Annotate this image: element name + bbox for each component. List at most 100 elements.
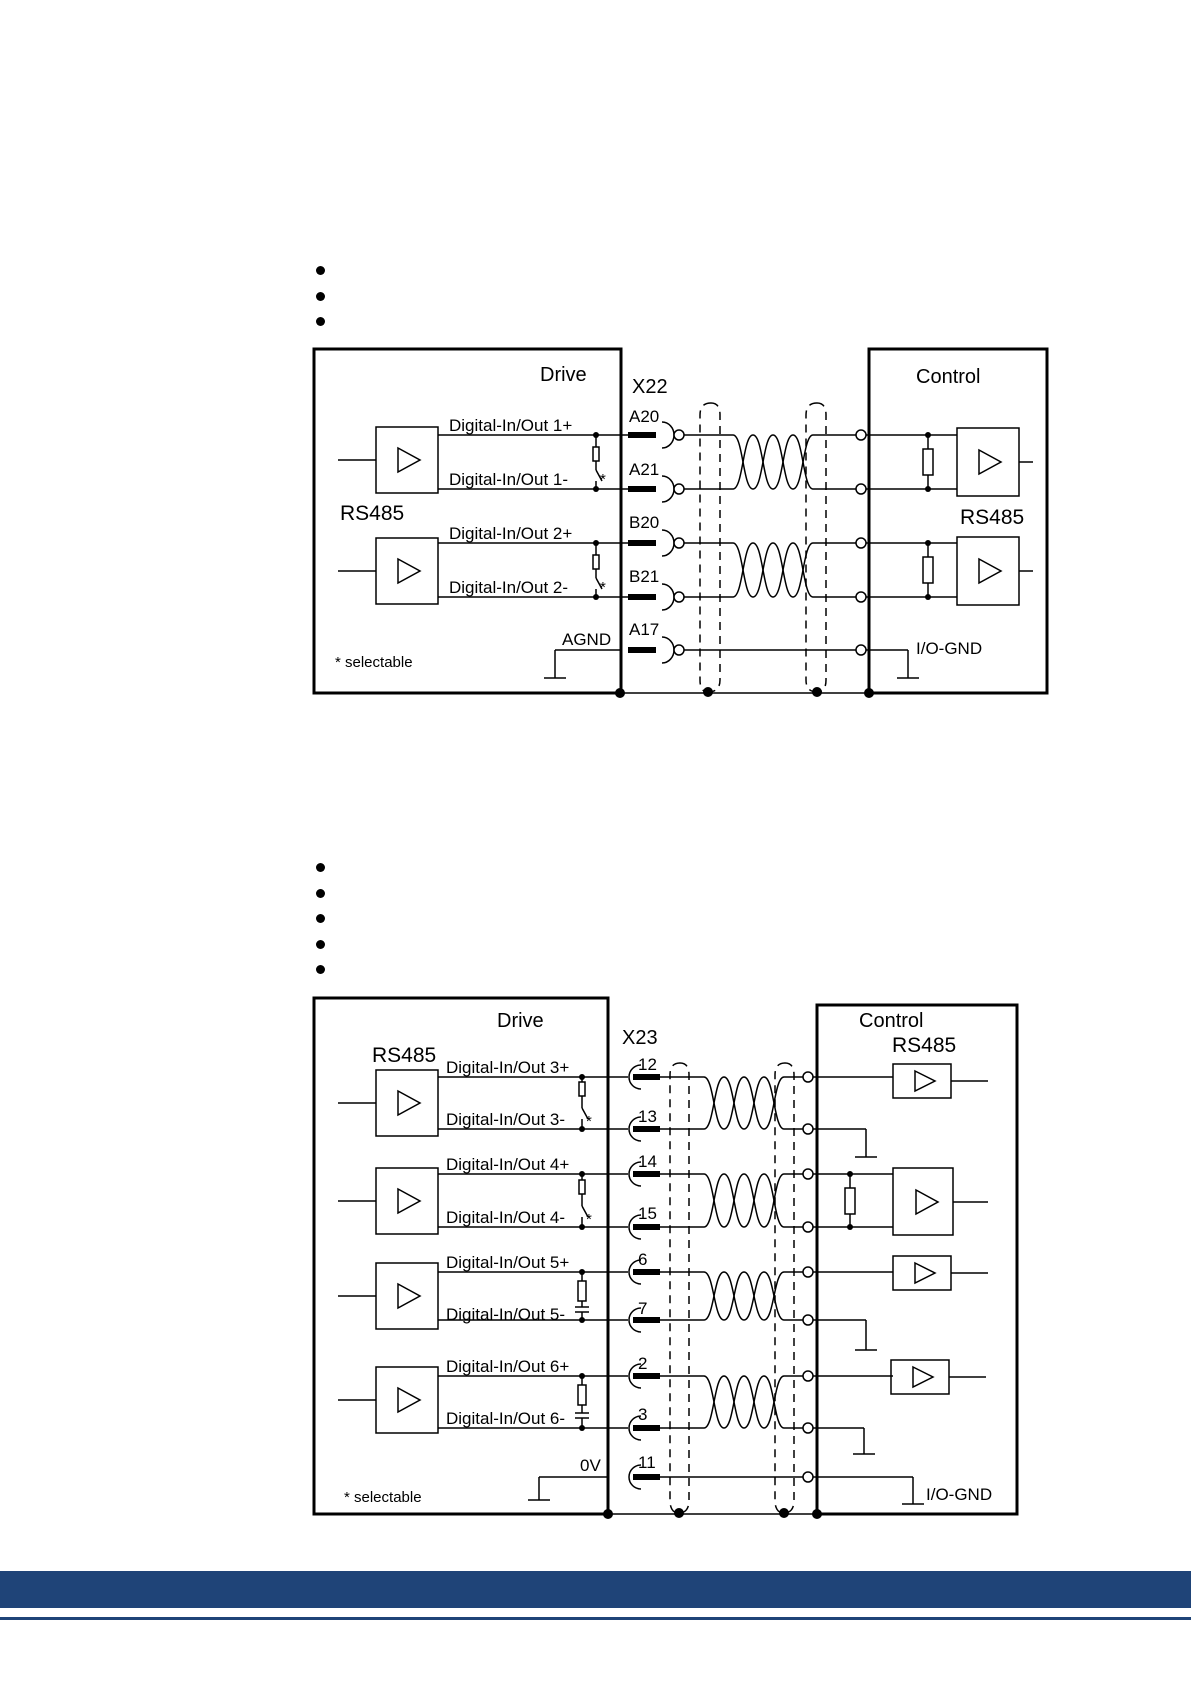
signal-label: Digital-In/Out 2- <box>449 578 568 597</box>
resistor-icon <box>578 1179 586 1195</box>
selectable-marker: * <box>600 579 606 596</box>
io-gnd-label: I/O-GND <box>926 1485 992 1504</box>
signal-label: Digital-In/Out 4- <box>446 1208 565 1227</box>
cable-shield <box>699 402 712 693</box>
selectable-marker: * <box>600 471 606 488</box>
receiver-block <box>892 1255 952 1291</box>
connector-socket <box>661 583 675 611</box>
connector-socket <box>628 1259 642 1285</box>
connector-pin <box>633 1269 660 1275</box>
twisted-pair <box>703 1375 785 1429</box>
connector-pin <box>633 1126 660 1132</box>
signal-label: Digital-In/Out 1+ <box>449 416 572 435</box>
connector-socket <box>628 1064 642 1090</box>
connector-label: X23 <box>622 1027 658 1049</box>
drive-label: Drive <box>540 364 587 386</box>
receiver-block <box>375 1167 439 1235</box>
connector-socket <box>661 636 675 664</box>
pin-label: A17 <box>629 620 659 639</box>
receiver-block <box>375 1069 439 1137</box>
cable-shield <box>669 1062 681 1514</box>
pin-label: B21 <box>629 567 659 586</box>
footer-band <box>0 1571 1191 1608</box>
pin-label: 15 <box>638 1204 657 1223</box>
twisted-pair <box>703 1173 785 1228</box>
signal-label: Digital-In/Out 4+ <box>446 1155 569 1174</box>
receiver-block <box>956 427 1020 497</box>
pin-label: 2 <box>638 1354 647 1373</box>
connector-socket <box>661 529 675 557</box>
connector-socket <box>628 1415 642 1441</box>
connector-socket <box>661 421 675 449</box>
resistor-icon <box>592 554 600 570</box>
connector-pin <box>628 594 656 600</box>
resistor-icon <box>577 1280 587 1302</box>
signal-label: Digital-In/Out 1- <box>449 470 568 489</box>
pin-label: 3 <box>638 1405 647 1424</box>
receiver-block <box>375 1262 439 1330</box>
connector-pin <box>633 1074 660 1080</box>
signal-label: Digital-In/Out 6+ <box>446 1357 569 1376</box>
io-gnd-label: I/O-GND <box>916 639 982 658</box>
connector-socket <box>628 1464 642 1490</box>
switch-icon <box>595 469 603 482</box>
connector-pin <box>628 432 656 438</box>
receiver-block <box>956 536 1020 606</box>
bullet <box>316 863 325 872</box>
switch-icon <box>595 577 603 590</box>
bullet-list-1 <box>316 266 325 343</box>
pin-label: 7 <box>638 1299 647 1318</box>
resistor-icon <box>592 446 600 462</box>
pin-label: A21 <box>629 460 659 479</box>
signal-label: Digital-In/Out 6- <box>446 1409 565 1428</box>
control-box <box>815 1003 1019 1516</box>
connector-pin <box>633 1373 660 1379</box>
rs485-label-left: RS485 <box>372 1044 436 1067</box>
connector-socket <box>628 1363 642 1389</box>
connector-pin <box>633 1474 660 1480</box>
connector-pin <box>633 1224 660 1230</box>
amplifier-triangle-icon <box>397 1089 422 1117</box>
bullet <box>316 291 325 301</box>
drive-label: Drive <box>497 1010 544 1032</box>
resistor-icon <box>577 1384 587 1406</box>
agnd-label: AGND <box>562 630 611 649</box>
amplifier-triangle-icon <box>397 1282 422 1310</box>
amplifier-triangle-icon <box>915 1188 940 1216</box>
amplifier-triangle-icon <box>397 1187 422 1215</box>
wiring-diagram-x23: Drive Control X23 RS485 RS485 Digital-In… <box>312 996 1019 1519</box>
connector-pin <box>628 540 656 546</box>
amplifier-triangle-icon <box>912 1365 935 1389</box>
receiver-block <box>890 1359 950 1395</box>
selectable-note: * selectable <box>335 654 413 671</box>
connector-pin <box>628 647 656 653</box>
connector-pin <box>633 1425 660 1431</box>
termination-resistor-icon <box>922 448 934 476</box>
connector-socket <box>628 1116 642 1142</box>
receiver-block <box>375 426 439 494</box>
signal-label: Digital-In/Out 2+ <box>449 524 572 543</box>
signal-label: Digital-In/Out 3- <box>446 1110 565 1129</box>
bullet <box>316 939 325 949</box>
pin-label: 14 <box>638 1152 657 1171</box>
termination-resistor-icon <box>922 556 934 584</box>
bullet <box>316 266 325 275</box>
bullet-list-2 <box>316 863 325 991</box>
switch-icon <box>581 1107 589 1120</box>
signal-label: Digital-In/Out 5+ <box>446 1253 569 1272</box>
connector-socket <box>661 475 675 503</box>
bullet <box>316 965 325 974</box>
receiver-block <box>892 1063 952 1099</box>
zero-v-label: 0V <box>580 1456 601 1475</box>
connector-pin <box>633 1317 660 1323</box>
bullet <box>316 888 325 898</box>
amplifier-triangle-icon <box>914 1261 937 1285</box>
control-label: Control <box>859 1010 923 1032</box>
control-label: Control <box>916 366 980 388</box>
receiver-block <box>375 1366 439 1434</box>
connector-label: X22 <box>632 376 668 398</box>
twisted-pair <box>732 542 814 598</box>
receiver-block <box>375 537 439 605</box>
bullet <box>316 317 325 326</box>
signal-label: Digital-In/Out 3+ <box>446 1058 569 1077</box>
